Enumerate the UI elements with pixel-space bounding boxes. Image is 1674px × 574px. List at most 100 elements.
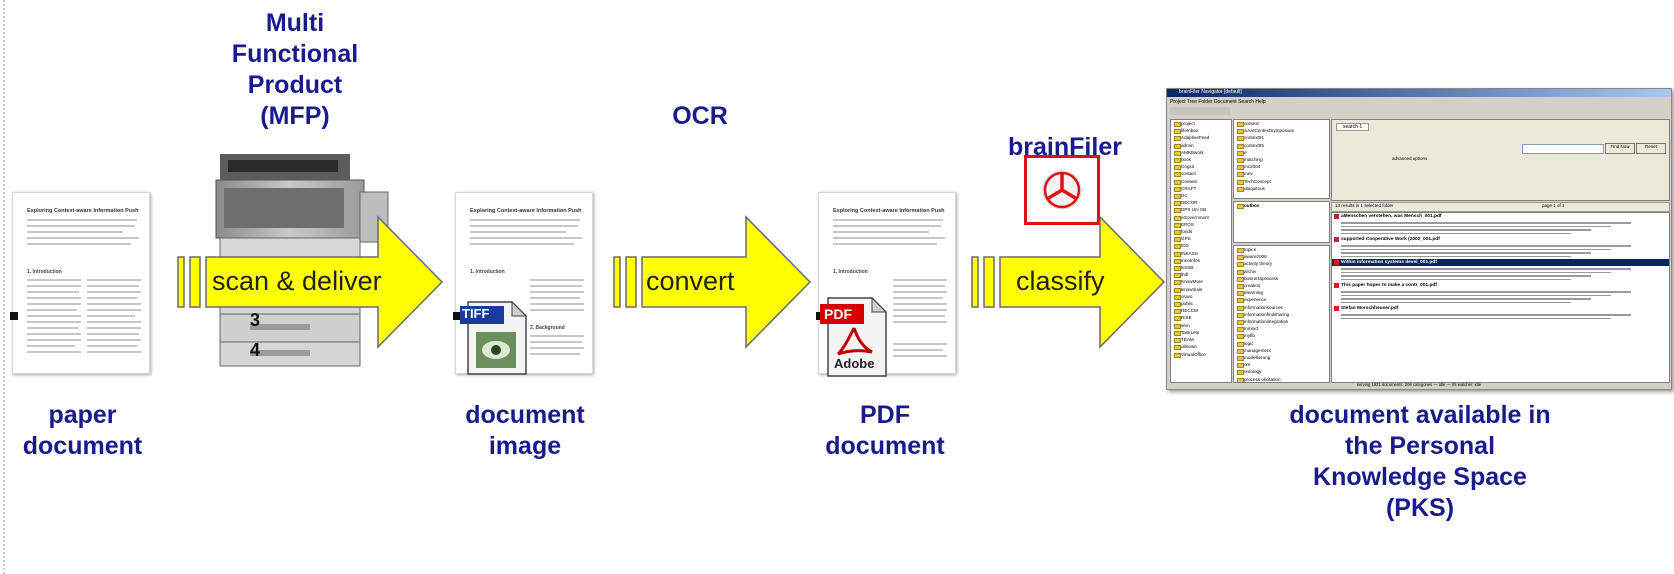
folder-item[interactable]: DC [1171, 192, 1231, 200]
folder-item[interactable]: RISE [1171, 314, 1231, 322]
brainfiler-navigator-window: brainFiler Navigator [default] Project T… [1166, 88, 1672, 390]
folder-item[interactable]: eGovernment [1171, 214, 1231, 221]
folder-item[interactable]: activity theory [1234, 260, 1329, 268]
folder-item[interactable]: book [1171, 156, 1231, 164]
search-panel: search 1 Find Now Reset advanced options [1331, 119, 1670, 201]
search-input[interactable] [1522, 144, 1604, 154]
folder-item[interactable]: informationfindsharing [1234, 311, 1329, 319]
folder-item[interactable]: admin [1171, 142, 1231, 149]
folder-item[interactable]: KSSB [1171, 264, 1231, 272]
app-title: brainFiler Navigator [default] [1179, 89, 1242, 95]
folder-item[interactable]: ontology [1234, 368, 1329, 376]
results-header: 13 results in 1 selected folder page 1 o… [1331, 202, 1670, 212]
folder-item[interactable]: aware2006 [1234, 253, 1329, 261]
folder-item[interactable]: oravo [1171, 293, 1231, 301]
folder-item[interactable]: Cogsit [1171, 163, 1231, 171]
results-count: 13 results in 1 selected folder [1335, 203, 1394, 208]
image-section-heading-2: 2. Background [530, 325, 565, 331]
result-snippet-line [1341, 291, 1631, 293]
slide-border-line [3, 0, 5, 574]
folder-item[interactable]: VirtualOffice [1171, 351, 1231, 358]
folder-item[interactable]: modellierung [1234, 354, 1329, 362]
folder-item[interactable]: Inmind [1234, 325, 1329, 333]
find-now-button[interactable]: Find Now [1605, 143, 1635, 154]
folder-item[interactable]: Knowtrials [1171, 286, 1231, 293]
folder-item[interactable]: management [1234, 347, 1329, 355]
folder-item[interactable]: matching [1234, 156, 1329, 164]
status-bar: serving 1931 documents, 206 categories —… [1356, 382, 1482, 387]
folder-item[interactable]: INKASS [1171, 250, 1231, 257]
folder-item[interactable]: elearning [1234, 289, 1329, 297]
folder-item[interactable]: topics [1234, 246, 1329, 254]
result-snippet-line [1341, 248, 1611, 250]
folder-item[interactable]: KnowMore [1171, 278, 1231, 286]
folder-item[interactable]: DPS Uni SB [1171, 206, 1231, 214]
folder-item[interactable]: lifeInbox [1171, 127, 1231, 135]
tag-folder-item[interactable]: outbox [1234, 202, 1329, 210]
result-snippet-line [1341, 232, 1571, 234]
folder-item[interactable]: EPOS [1171, 221, 1231, 229]
mfp-tray-number: 3 [250, 310, 261, 330]
folder-item[interactable]: process elicitation [1234, 376, 1329, 382]
folder-item[interactable]: project [1171, 120, 1231, 128]
folder-item[interactable]: lhdl [1171, 271, 1231, 279]
folder-item[interactable]: mc2004 [1234, 163, 1329, 171]
result-snippet-line [1341, 294, 1611, 296]
folder-item[interactable]: creation [1234, 282, 1329, 290]
mfp-tray-number: 4 [250, 340, 261, 360]
reset-button[interactable]: Reset [1636, 143, 1666, 154]
search-tab[interactable]: search 1 [1336, 123, 1370, 131]
image-title: Exploring Context-aware Information Push [470, 208, 582, 214]
result-item[interactable]: Stefan Morschheuser.pdf [1332, 305, 1669, 312]
folder-item[interactable]: logic [1234, 340, 1329, 347]
folder-item[interactable]: DECOR [1171, 199, 1231, 207]
folder-item[interactable]: TechConcept [1234, 178, 1329, 185]
folder-item[interactable]: InnoInfos [1171, 257, 1231, 265]
folder-item[interactable]: sem [1171, 322, 1231, 329]
result-item[interactable]: Within information systems devel_001.pdf [1332, 259, 1669, 266]
result-snippet-line [1341, 271, 1611, 273]
tiff-icon-label: TIFF [462, 306, 490, 321]
folder-item[interactable]: archiv [1234, 268, 1329, 275]
result-item[interactable]: This paper hopes to make a contr_001.pdf [1332, 282, 1669, 289]
folder-item[interactable]: AdaptiveFeed [1171, 134, 1231, 142]
advanced-options-checkbox[interactable]: advanced options [1392, 156, 1428, 161]
folder-item[interactable]: RECCM [1171, 307, 1231, 315]
folder-item[interactable]: GPS [1171, 235, 1231, 243]
result-item[interactable]: supported Cooperative Work (2002_001.pdf [1332, 236, 1669, 243]
result-snippet-line [1341, 301, 1571, 303]
folder-item[interactable]: context01 [1234, 134, 1329, 142]
folder-item[interactable]: IDS [1171, 242, 1231, 250]
tiff-file-icon [460, 300, 528, 375]
ocr-label: OCR [672, 102, 728, 130]
folder-item[interactable]: context [1234, 120, 1329, 128]
folder-item[interactable]: Contest [1171, 178, 1231, 185]
result-snippet-line [1341, 245, 1631, 247]
folder-item[interactable]: public [1171, 300, 1231, 308]
folder-item[interactable]: AAAIContextSymposium [1234, 127, 1329, 135]
folder-item[interactable]: informationsources [1234, 304, 1329, 311]
folder-item[interactable]: context05 [1234, 142, 1329, 149]
folder-item[interactable]: informationintegration [1234, 318, 1329, 326]
folder-item[interactable]: TaskLets [1171, 329, 1231, 337]
folder-item[interactable]: TEAM [1171, 336, 1231, 344]
folder-item[interactable]: e [1234, 149, 1329, 157]
result-item[interactable]: aMenschen verstehen, was Mensch_001.pdf [1332, 213, 1669, 220]
folder-item[interactable]: CRAFT [1171, 185, 1231, 193]
folder-item[interactable]: ubitown [1171, 343, 1231, 351]
folder-item[interactable]: om [1234, 361, 1329, 369]
folder-item[interactable]: businessprocess [1234, 275, 1329, 283]
folder-item[interactable]: fonds [1171, 228, 1231, 236]
folder-item[interactable]: ubiquitous [1234, 185, 1329, 193]
folder-item[interactable]: contact [1171, 170, 1231, 178]
convert-arrow [613, 215, 812, 349]
folder-item[interactable]: mev [1234, 170, 1329, 178]
brainfiler-logo-icon [1024, 155, 1100, 225]
folder-item[interactable]: myfib [1234, 332, 1329, 340]
folder-item[interactable]: experience [1234, 296, 1329, 304]
folder-item[interactable]: AMKBwork [1171, 149, 1231, 157]
